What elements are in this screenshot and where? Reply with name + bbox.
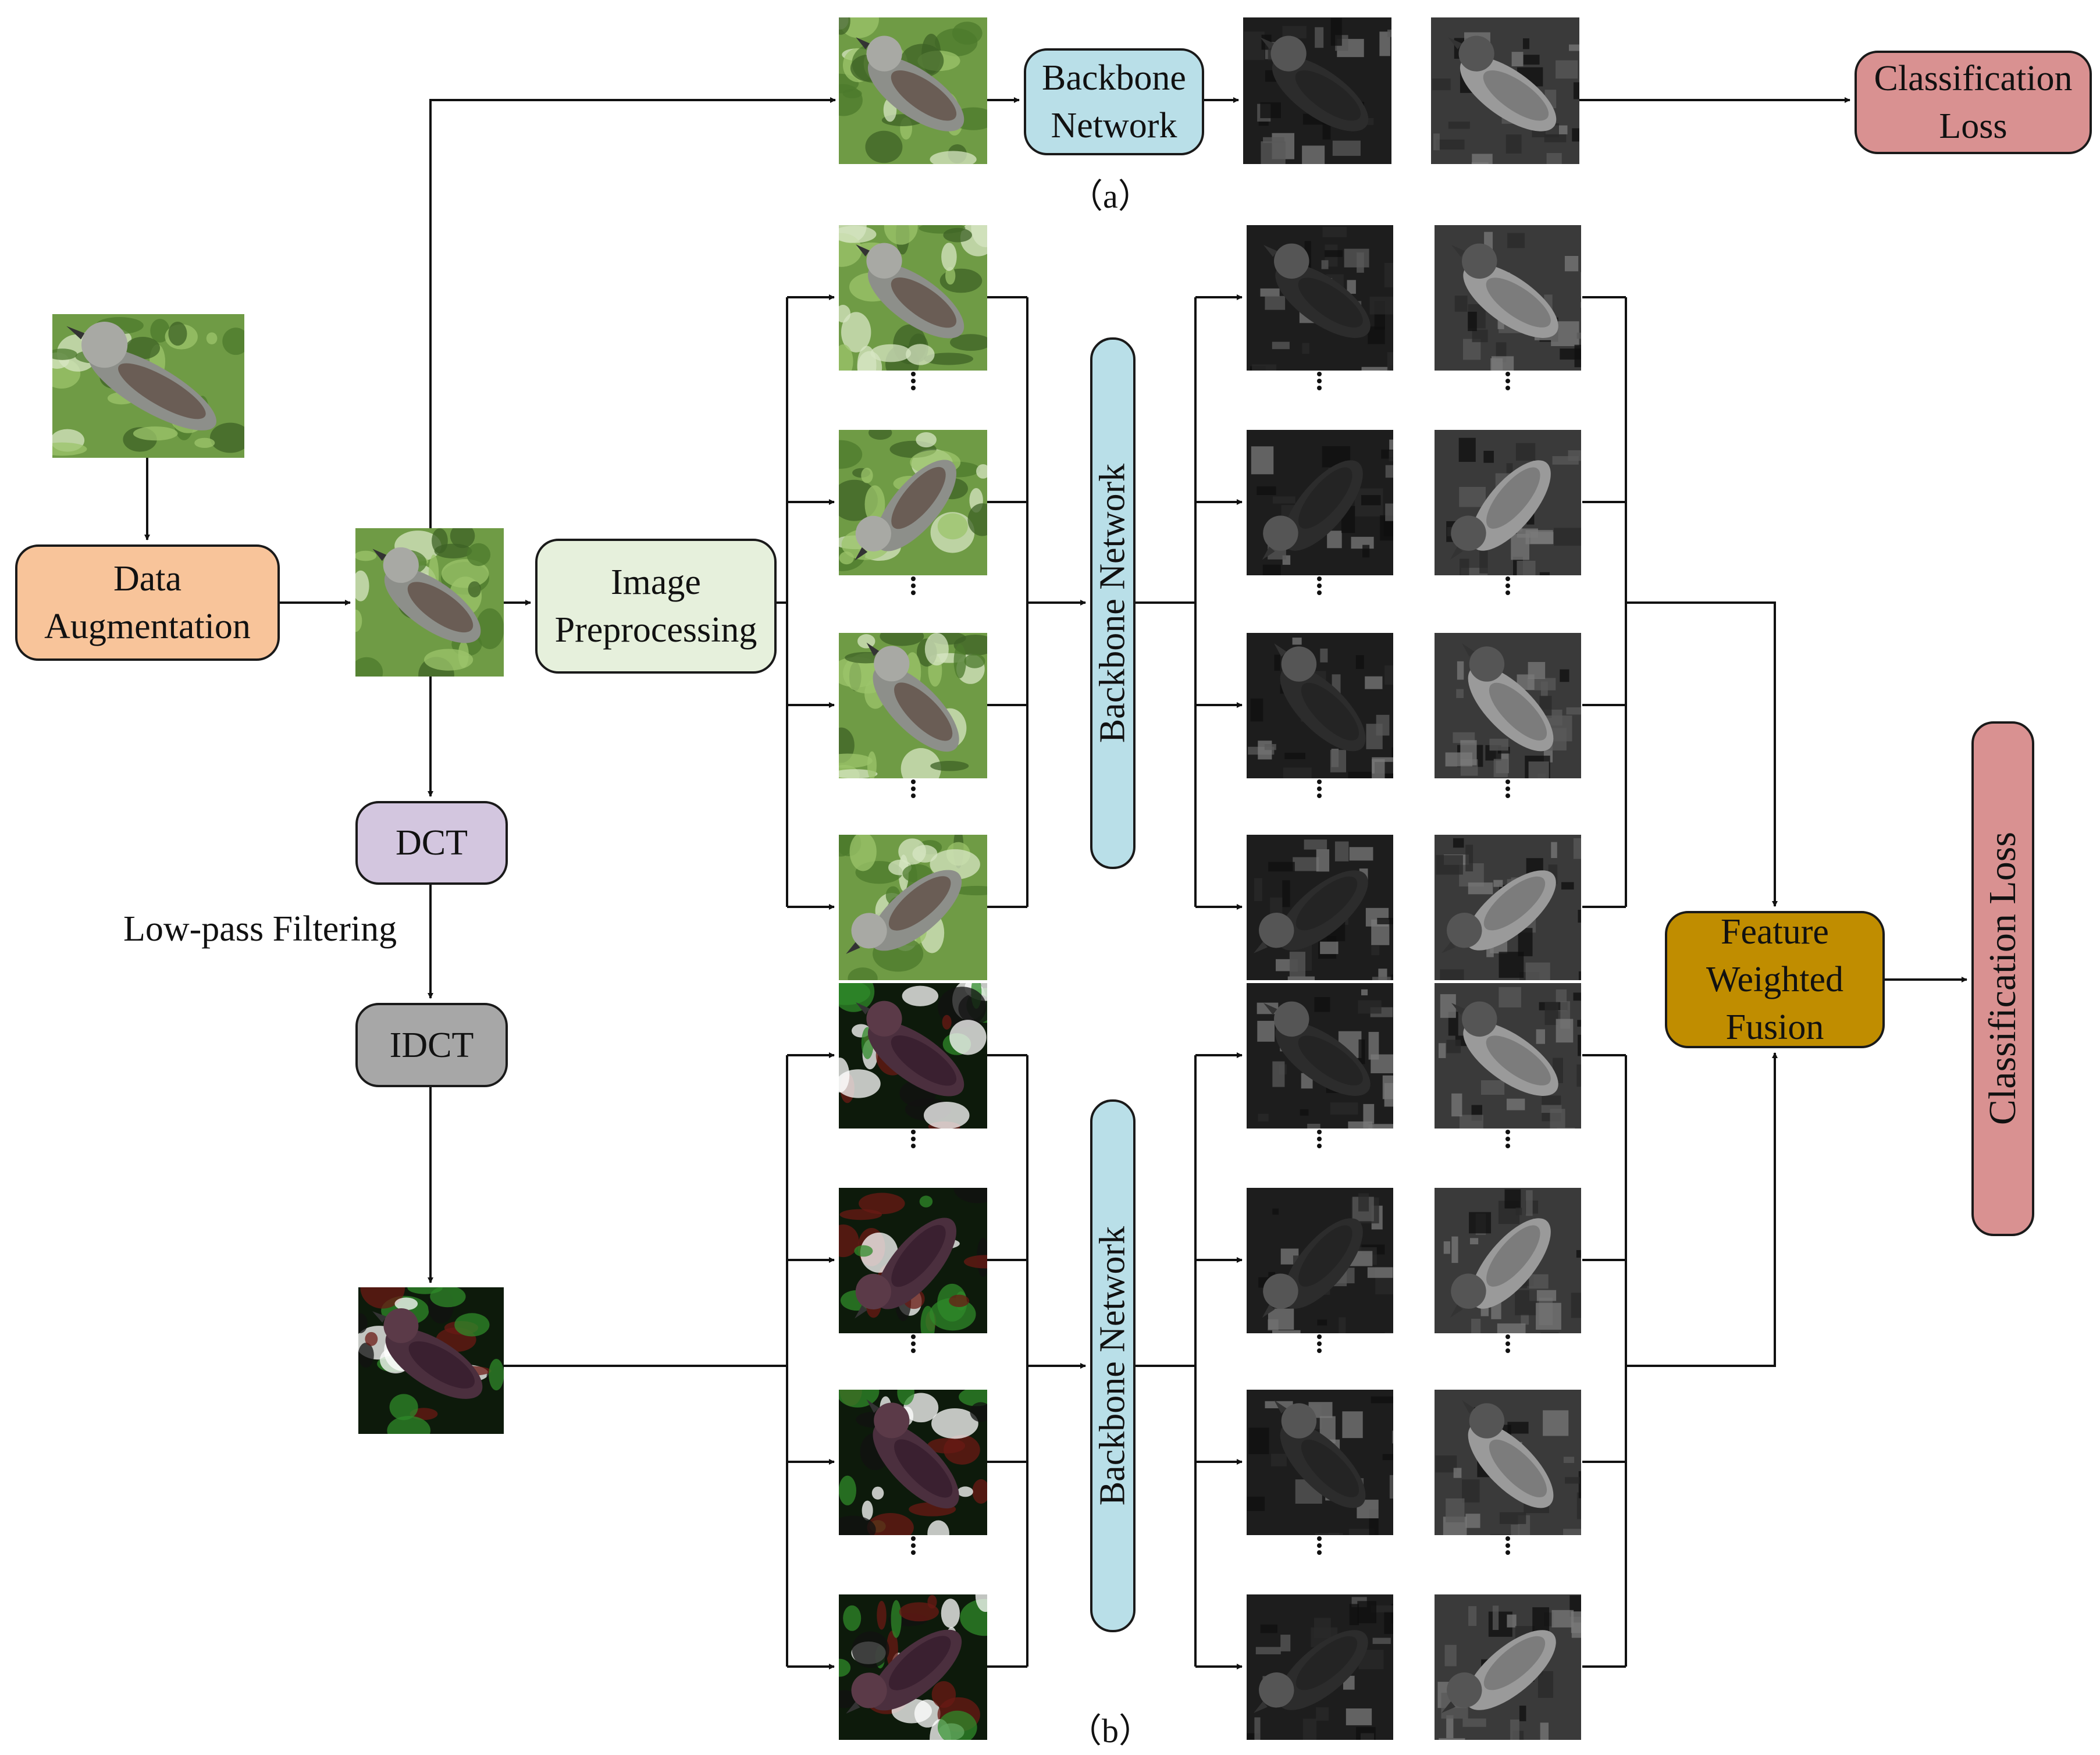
branch-a-input [839,17,987,164]
caption-a: （a） [1069,177,1152,215]
dct-box: DCT [355,801,508,885]
preprocessed-crop-2 [839,430,987,575]
low-pass-filtering-label: Low-pass Filtering [123,909,397,949]
classification-loss-box-b [1971,721,2034,1236]
classification-loss-b-label: Classification Loss [1981,831,2024,1126]
backbone-network-box-b1 [1090,337,1136,869]
backbone-network-b1-label: Backbone Network [1092,463,1133,743]
ellipsis-dots [911,1334,916,1355]
filtered-preprocessed-crop-3 [839,1390,987,1535]
classification-loss-a-line2: Loss [1939,106,2008,146]
feature-map-rgb-4-a [1247,835,1393,980]
backbone-a-label-line2: Network [1051,106,1177,145]
preprocessed-crop-1 [839,225,987,371]
ellipsis-dots [1505,1536,1510,1557]
dct-label: DCT [396,823,468,863]
ellipsis-dots [1505,372,1510,393]
ellipsis-dots [1317,1130,1322,1151]
arrow-rgb-to-fusion [1626,601,1778,907]
bird-photo [52,314,244,458]
caption-b: （b） [1068,1712,1153,1750]
data-augmentation-box: Data Augmentation [15,544,280,661]
feature-map-rgb-4-b [1435,835,1581,980]
ellipsis-dots [1505,779,1510,800]
feature-map-filtered-4-a [1247,1594,1393,1740]
ellipsis-dots [911,372,916,393]
filtered-preprocessed-crop-4 [839,1594,987,1740]
classification-loss-box-a: Classification Loss [1855,51,2092,154]
ellipsis-dots [1317,779,1322,800]
feature-map-a-1 [1243,17,1391,164]
fusion-label-line2: Weighted [1706,960,1844,999]
feature-map-filtered-3-b [1435,1390,1581,1535]
feature-weighted-fusion-box: Feature Weighted Fusion [1665,911,1885,1048]
backbone-network-box-b2 [1090,1099,1136,1632]
image-preprocessing-label-line1: Image [611,563,701,602]
feature-map-rgb-2-b [1435,430,1581,575]
preprocessed-crop-4 [839,835,987,980]
feature-map-filtered-4-b [1435,1594,1581,1740]
ellipsis-dots [911,779,916,800]
feature-map-filtered-1-a [1247,983,1393,1129]
feature-map-rgb-2-a [1247,430,1393,575]
idct-box: IDCT [355,1003,508,1087]
augmented-bird-photo [355,528,504,677]
feature-map-filtered-1-b [1435,983,1581,1129]
arrow-image-to-branch-a [429,97,836,528]
arrow-filtered-to-fusion [1626,1052,1778,1367]
ellipsis-dots [911,576,916,597]
idct-label: IDCT [389,1025,474,1065]
data-augmentation-label-line1: Data [113,559,182,599]
ellipsis-dots [1505,576,1510,597]
feature-map-rgb-3-b [1435,633,1581,778]
ellipsis-dots [1317,576,1322,597]
image-preprocessing-box: Image Preprocessing [535,539,777,674]
fusion-label-line1: Feature [1721,912,1829,952]
ellipsis-dots [911,1130,916,1151]
fusion-label-line3: Fusion [1725,1008,1824,1047]
feature-map-a-2 [1431,17,1579,164]
backbone-a-label-line1: Backbone [1042,58,1186,98]
ellipsis-dots [1317,1536,1322,1557]
ellipsis-dots [1505,1130,1510,1151]
ellipsis-dots [911,1536,916,1557]
low-pass-filtered-bird-photo [358,1287,504,1434]
ellipsis-dots [1505,1334,1510,1355]
ellipsis-dots [1317,372,1322,393]
data-augmentation-label-line2: Augmentation [44,607,251,646]
ellipsis-dots [1317,1334,1322,1355]
filtered-preprocessed-crop-2 [839,1188,987,1333]
feature-map-filtered-2-a [1247,1188,1393,1333]
image-preprocessing-label-line2: Preprocessing [554,610,757,650]
filtered-preprocessed-crop-1 [839,983,987,1129]
feature-map-rgb-3-a [1247,633,1393,778]
feature-map-filtered-2-b [1435,1188,1581,1333]
backbone-network-box-a: Backbone Network [1024,48,1204,155]
preprocessed-crop-3 [839,633,987,778]
feature-map-filtered-3-a [1247,1390,1393,1535]
feature-map-rgb-1-a [1247,225,1393,371]
backbone-network-b2-label: Backbone Network [1092,1226,1133,1506]
classification-loss-a-line1: Classification [1874,59,2073,98]
feature-map-rgb-1-b [1435,225,1581,371]
